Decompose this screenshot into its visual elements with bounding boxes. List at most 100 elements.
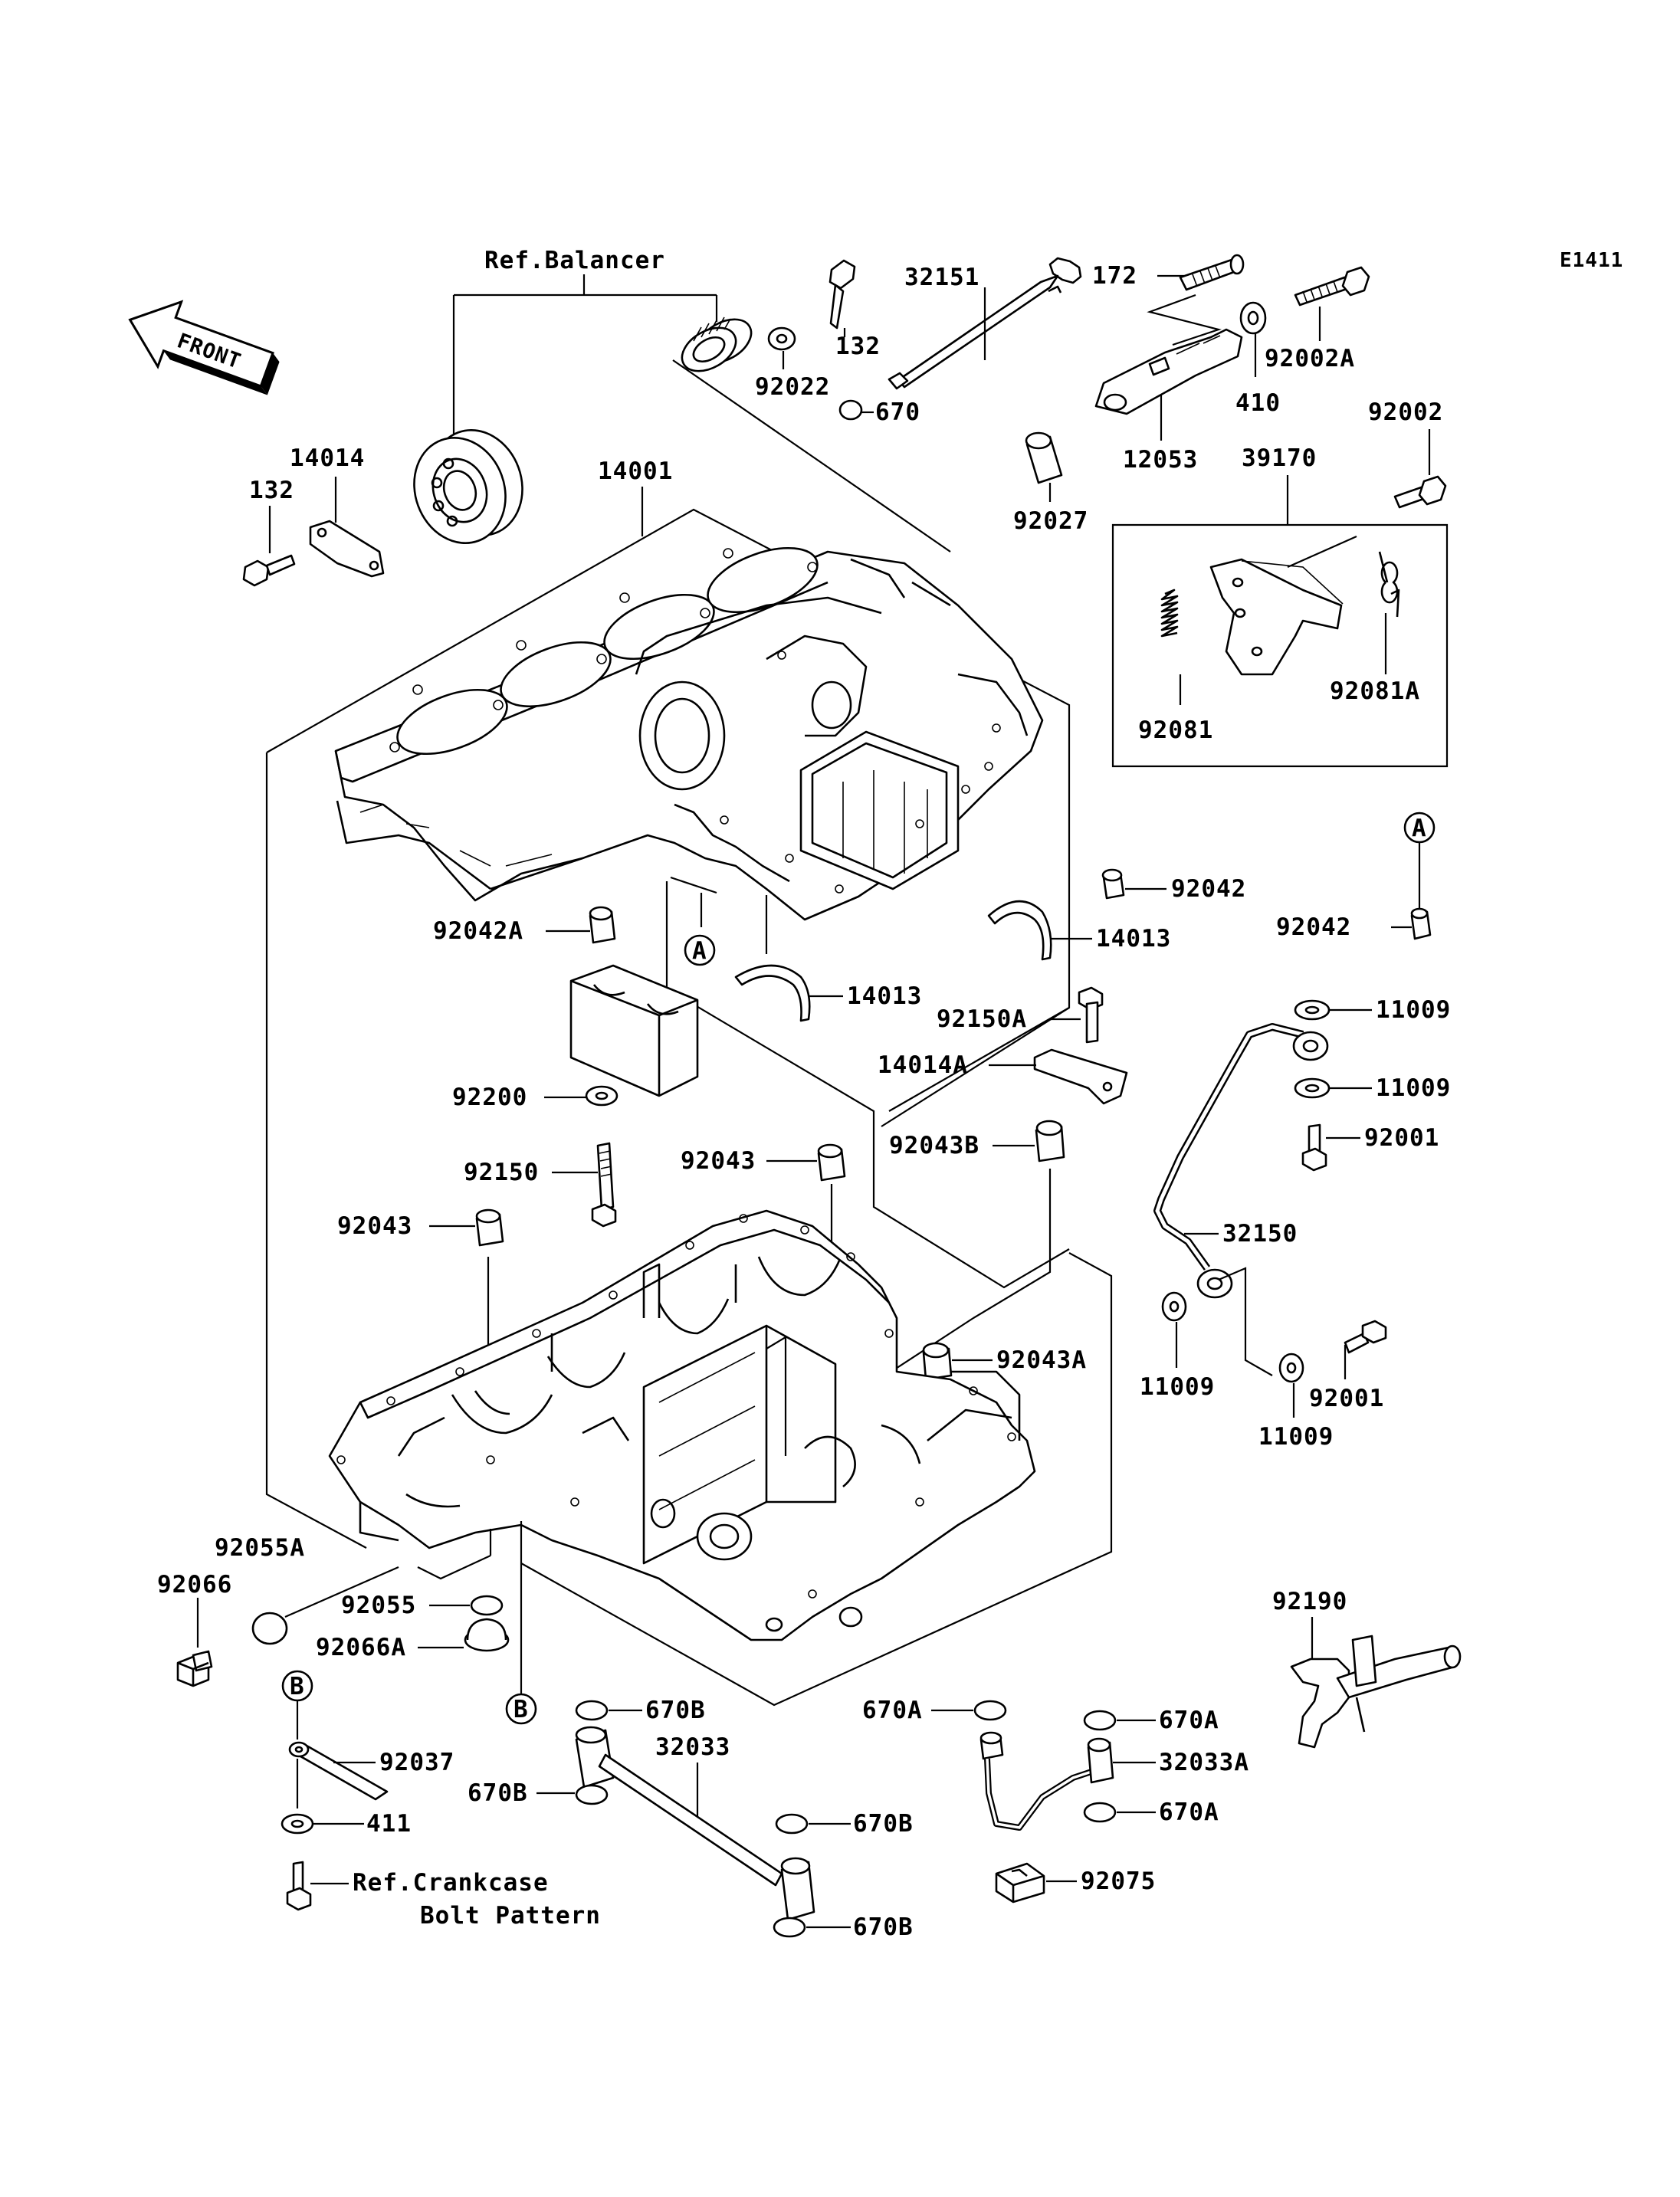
part-32033A: 32033A xyxy=(1159,1749,1249,1776)
drain-plug-92066-icon xyxy=(176,1650,213,1687)
bolt-92150a-icon xyxy=(1078,986,1104,1044)
washer-410-icon xyxy=(1239,301,1267,335)
part-32151: 32151 xyxy=(904,264,979,291)
part-92075: 92075 xyxy=(1081,1867,1156,1895)
part-92081A: 92081A xyxy=(1330,677,1420,705)
part-670A-3: 670A xyxy=(1159,1799,1219,1826)
part-92001-1: 92001 xyxy=(1364,1124,1439,1152)
part-32033: 32033 xyxy=(655,1733,730,1761)
chain-guide-12053-icon xyxy=(1094,328,1243,415)
part-11009-1: 11009 xyxy=(1376,996,1451,1024)
part-670A-1: 670A xyxy=(862,1697,923,1724)
part-14013-upper: 14013 xyxy=(1096,925,1171,953)
part-92150: 92150 xyxy=(464,1159,539,1186)
bolt-92002-icon xyxy=(1393,475,1447,509)
o-ring-670-icon xyxy=(838,399,863,421)
part-92043-left: 92043 xyxy=(337,1212,412,1240)
washer-11009-1-icon xyxy=(1294,999,1331,1021)
washer-11009-4-icon xyxy=(1278,1353,1304,1383)
part-92027: 92027 xyxy=(1013,507,1088,535)
part-92055: 92055 xyxy=(341,1592,416,1619)
part-11009-4: 11009 xyxy=(1258,1423,1334,1451)
pipe-zig-leader xyxy=(1218,1267,1273,1376)
svg-text:B: B xyxy=(514,1696,529,1723)
part-39170: 39170 xyxy=(1242,444,1317,472)
ref-crankcase-label: Ref.Crankcase xyxy=(353,1869,549,1897)
marker-a-left: A xyxy=(670,876,717,966)
b-leader xyxy=(417,1529,492,1580)
marker-a-right: A xyxy=(1403,812,1436,940)
bearing-leader xyxy=(672,359,951,553)
washer-92022-icon xyxy=(767,326,796,351)
o-ring-670a-2-icon xyxy=(1083,1710,1117,1731)
part-92200: 92200 xyxy=(452,1084,527,1111)
hose-92190-icon xyxy=(1290,1635,1462,1749)
dowel-92043-left-icon xyxy=(475,1208,504,1247)
bearing-cap-block-icon xyxy=(569,964,699,1097)
part-410: 410 xyxy=(1235,389,1281,417)
dowel-92043a-icon xyxy=(922,1342,953,1381)
svg-text:A: A xyxy=(1412,815,1427,842)
part-92002: 92002 xyxy=(1368,398,1443,426)
part-32150: 32150 xyxy=(1222,1220,1298,1248)
part-92055A: 92055A xyxy=(215,1534,305,1562)
bearing-insert-14013-upper-icon xyxy=(987,900,1052,961)
diagram-code: E1411 xyxy=(1560,249,1623,272)
part-92042A: 92042A xyxy=(433,917,523,945)
dowel-92042-icon xyxy=(1101,868,1125,900)
lower-inner-leader xyxy=(766,1336,787,1456)
bolt-132-left-icon xyxy=(242,554,296,587)
part-92042-top: 92042 xyxy=(1171,875,1246,903)
ref-balancer-label: Ref.Balancer xyxy=(484,247,665,274)
collar-92027-icon xyxy=(1025,431,1063,484)
part-92066: 92066 xyxy=(157,1571,232,1599)
part-14013-lower: 14013 xyxy=(847,982,922,1010)
part-670B-4: 670B xyxy=(853,1913,914,1941)
oil-pipe-32033-icon xyxy=(575,1726,815,1921)
part-92002A: 92002A xyxy=(1265,345,1355,372)
bolt-ref-crankcase-icon xyxy=(286,1861,312,1911)
washer-92200-icon xyxy=(585,1085,619,1107)
part-172: 172 xyxy=(1092,262,1137,290)
leader-92055a xyxy=(284,1566,399,1618)
dowel-92042a-icon xyxy=(589,906,616,944)
bolt-92001-2-icon xyxy=(1344,1320,1387,1354)
plate-14014-icon xyxy=(309,520,385,578)
lower-crankcase xyxy=(328,1209,1036,1641)
front-arrow-icon: FRONT xyxy=(128,300,280,395)
part-411: 411 xyxy=(366,1810,412,1838)
part-92037: 92037 xyxy=(379,1749,454,1776)
o-ring-670b-3-icon xyxy=(775,1813,809,1835)
part-92043B: 92043B xyxy=(889,1132,979,1159)
svg-text:B: B xyxy=(290,1673,305,1700)
part-92043A: 92043A xyxy=(996,1346,1087,1374)
upper-crankcase-14001 xyxy=(334,546,1044,921)
o-ring-670a-3-icon xyxy=(1083,1802,1117,1823)
part-12053: 12053 xyxy=(1123,446,1198,474)
ref-crankcase-bolt-pattern: Bolt Pattern xyxy=(420,1902,601,1930)
marker-b-center: B xyxy=(505,1521,537,1725)
bolt-92002a-icon xyxy=(1294,266,1370,307)
part-11009-3: 11009 xyxy=(1140,1373,1215,1401)
part-92042-right: 92042 xyxy=(1276,913,1351,941)
part-670B-1: 670B xyxy=(645,1697,706,1724)
svg-text:A: A xyxy=(692,937,707,965)
part-92022: 92022 xyxy=(755,373,830,401)
bolt-92001-1-icon xyxy=(1301,1123,1327,1172)
ref-balancer-leader xyxy=(452,274,718,435)
a-marker-leaders xyxy=(665,881,1070,1289)
part-14014A: 14014A xyxy=(878,1051,968,1079)
part-92190: 92190 xyxy=(1272,1588,1347,1615)
o-ring-92055-icon xyxy=(470,1595,504,1616)
part-670A-2: 670A xyxy=(1159,1707,1219,1734)
clamp-92075-icon xyxy=(995,1862,1045,1904)
o-ring-92055a-icon xyxy=(251,1612,288,1645)
part-132-top: 132 xyxy=(835,333,881,360)
ball-bearing-icon xyxy=(413,428,523,545)
oil-pipe-32150-icon xyxy=(1153,1023,1329,1299)
bolt-132-icon xyxy=(829,259,856,330)
leader-92043b-down xyxy=(884,1169,1052,1376)
part-92001-2: 92001 xyxy=(1309,1385,1384,1412)
part-11009-2: 11009 xyxy=(1376,1074,1451,1102)
plug-92066a-icon xyxy=(464,1618,510,1652)
